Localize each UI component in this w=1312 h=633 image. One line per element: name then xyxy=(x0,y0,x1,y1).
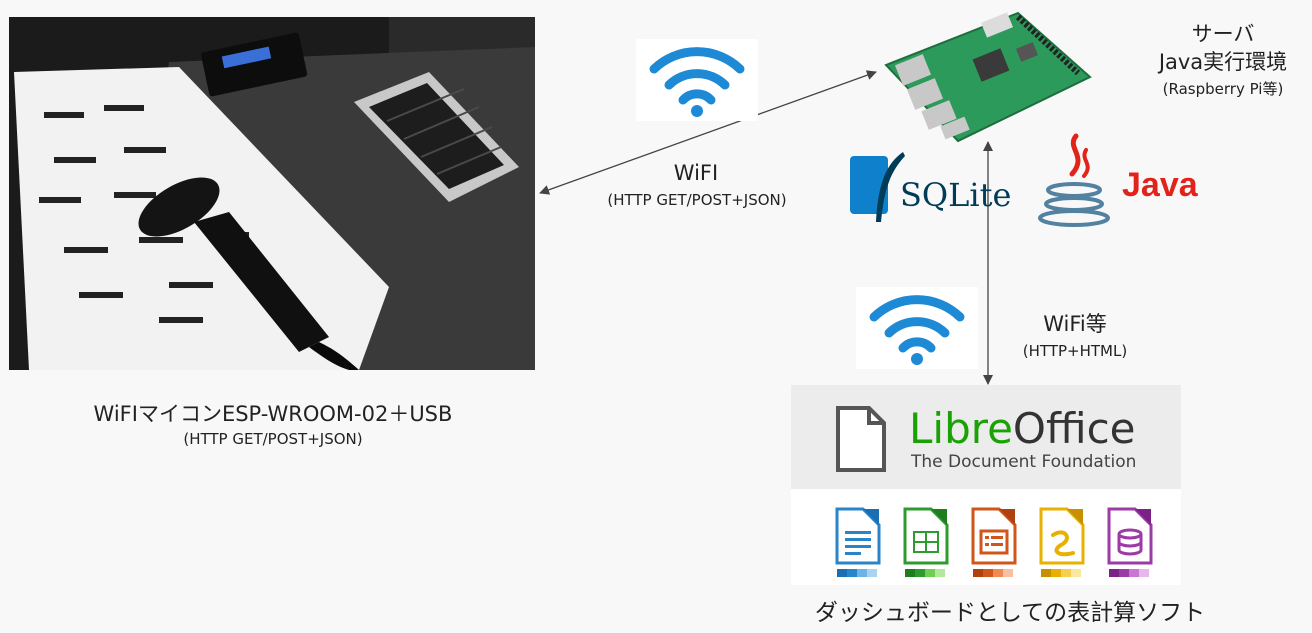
barcode-scanner xyxy=(138,177,359,370)
link-server-client-title: WiFi等 xyxy=(1043,312,1107,336)
link-device-server-protocol: (HTTP GET/POST+JSON) xyxy=(607,191,787,209)
client-caption: ダッシュボードとしての表計算ソフト xyxy=(814,600,1206,626)
draw-icon xyxy=(1039,507,1085,577)
keypad xyxy=(354,72,519,202)
base-icon xyxy=(1107,507,1153,577)
raspberry-pi-board xyxy=(878,5,1096,143)
libreoffice-subtitle: The Document Foundation xyxy=(911,452,1137,472)
java-logo: Java xyxy=(1036,130,1204,232)
sqlite-wordmark: SQLite xyxy=(900,176,1012,214)
link-server-client-protocol: (HTTP+HTML) xyxy=(1022,342,1128,360)
calc-icon xyxy=(903,507,949,577)
java-wordmark: Java xyxy=(1122,166,1198,204)
wifi-icon-2 xyxy=(856,287,978,369)
device-title: WiFIマイコンESP-WROOM-02＋USB xyxy=(93,402,453,426)
device-photo xyxy=(9,17,535,370)
sqlite-logo: SQLite xyxy=(848,150,1018,225)
libreoffice-wordmark-libre: Libre xyxy=(909,404,1013,453)
link-device-server-title: WiFI xyxy=(673,161,719,185)
device-protocol: (HTTP GET/POST+JSON) xyxy=(183,430,363,448)
libreoffice-banner: LibreOffice The Document Foundation xyxy=(791,385,1181,489)
sqlite-feather-icon xyxy=(850,152,905,222)
wifi-icon xyxy=(636,39,758,121)
server-line3: (Raspberry Pi等) xyxy=(1162,80,1284,98)
arrow-device-server xyxy=(539,70,877,195)
writer-icon xyxy=(835,507,881,577)
libreoffice-apps xyxy=(791,489,1181,585)
lcd-box xyxy=(201,32,308,97)
server-line2: Java実行環境 xyxy=(1158,50,1288,74)
server-line1: サーバ xyxy=(1191,22,1255,46)
libreoffice-doc-icon xyxy=(836,406,886,472)
libreoffice-wordmark: LibreOffice xyxy=(909,405,1136,453)
impress-icon xyxy=(971,507,1017,577)
java-cup-icon xyxy=(1038,133,1110,227)
libreoffice-wordmark-office: Office xyxy=(1012,404,1136,453)
